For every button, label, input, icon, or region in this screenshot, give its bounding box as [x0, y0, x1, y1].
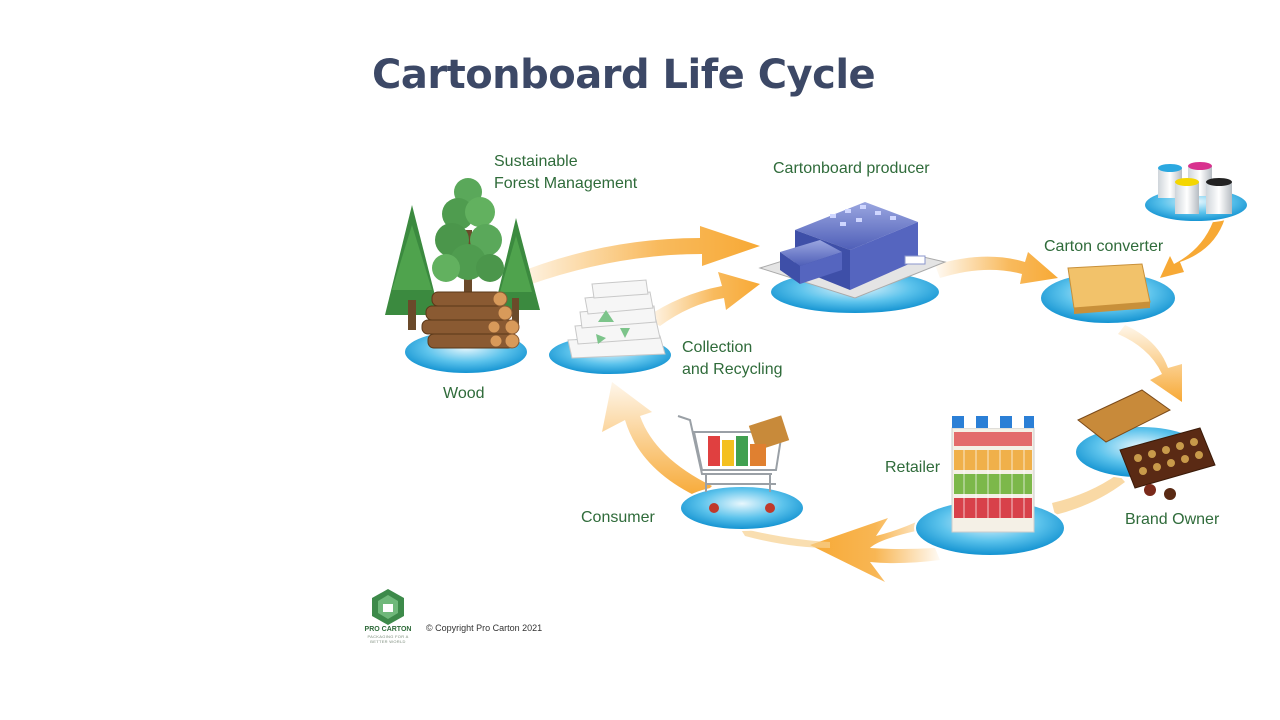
copyright: © Copyright Pro Carton 2021	[426, 623, 543, 633]
flow-arrows	[505, 216, 1225, 582]
carton-sheet-icon	[1067, 263, 1151, 314]
factory-icon	[758, 202, 947, 299]
shopping-cart-icon	[677, 415, 790, 513]
logo-tagline: PACKAGING FOR A BETTER WORLD	[367, 634, 409, 644]
label-sustainable-forest: Sustainable Forest Management	[494, 151, 637, 195]
page-title: Cartonboard Life Cycle	[372, 52, 876, 98]
label-retailer: Retailer	[885, 459, 941, 476]
retail-shelf-icon	[951, 416, 1035, 533]
label-sustainable-line2: Forest Management	[494, 175, 638, 192]
label-collection: Collection and Recycling	[682, 337, 783, 381]
recycled-paper-icon	[567, 279, 666, 359]
arrow-recycling-to-producer	[645, 272, 760, 326]
label-brand-owner: Brand Owner	[1125, 511, 1220, 528]
pro-carton-logo-icon	[372, 589, 404, 625]
label-consumer: Consumer	[581, 509, 655, 526]
ink-pots-icon	[1158, 162, 1232, 214]
label-cartonboard-producer: Cartonboard producer	[773, 160, 930, 177]
arrow-wood-to-producer	[505, 226, 760, 290]
arrow-converter-to-brand	[1118, 325, 1182, 402]
label-wood: Wood	[443, 385, 485, 402]
trees-logs-icon	[385, 178, 540, 349]
label-collection-line1: Collection	[682, 339, 753, 356]
chocolate-box-icon	[1077, 389, 1216, 500]
logo-name: PRO CARTON	[364, 626, 412, 633]
arrow-brand-to-retailer	[1052, 474, 1125, 515]
label-collection-line2: and Recycling	[682, 361, 783, 378]
arrow-consumer-to-recycling	[602, 382, 712, 498]
arrow-retailer-to-consumer	[810, 518, 940, 582]
arrow-producer-to-converter	[935, 252, 1058, 284]
label-sustainable-line1: Sustainable	[494, 153, 578, 170]
label-carton-converter: Carton converter	[1044, 238, 1164, 255]
arrow-ink-to-converter	[1160, 216, 1225, 278]
